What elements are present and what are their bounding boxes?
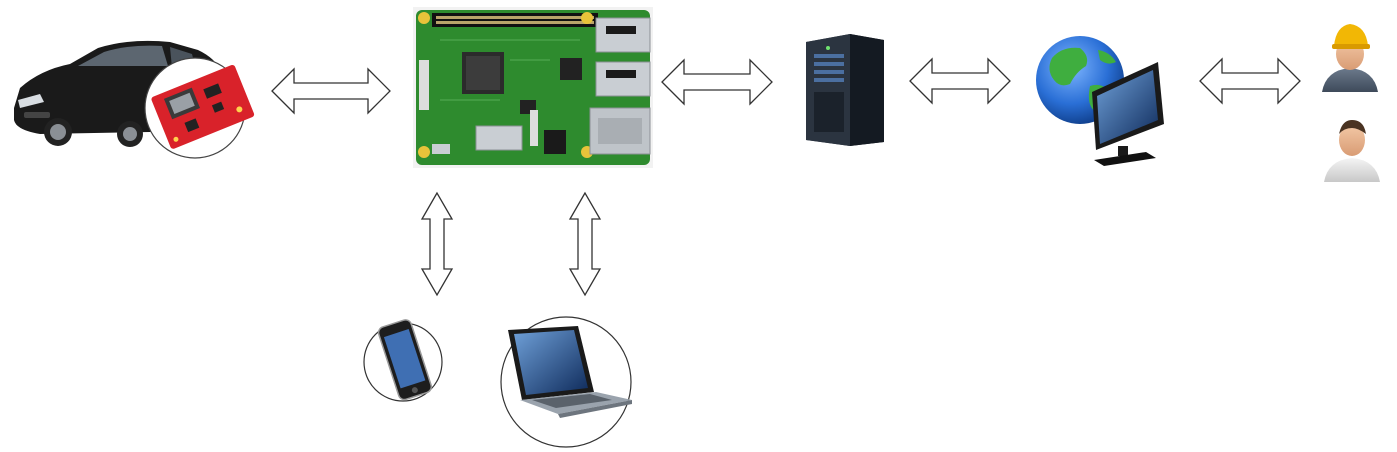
arrow-server-to-web [909,57,1011,105]
server-tower-icon [806,34,884,146]
worker-user-icon [1322,24,1378,92]
arrow-raspberry-pi-to-laptop [568,191,602,297]
regular-user-icon [1324,120,1380,182]
smartphone-icon [363,319,443,402]
arrow-web-to-users [1199,57,1301,105]
raspberry-pi-board-icon [413,7,653,168]
arrow-raspberry-pi-to-phone [420,191,454,297]
laptop-icon [500,316,632,448]
globe-monitor-icon [1036,36,1164,166]
user-avatars-icon [1322,24,1380,182]
connection-arrows [271,57,1301,297]
car-with-can-bus-board-icon [14,40,255,159]
arrow-raspberry-pi-to-server [661,58,773,106]
arrow-car-can-to-raspberry-pi [271,67,391,115]
